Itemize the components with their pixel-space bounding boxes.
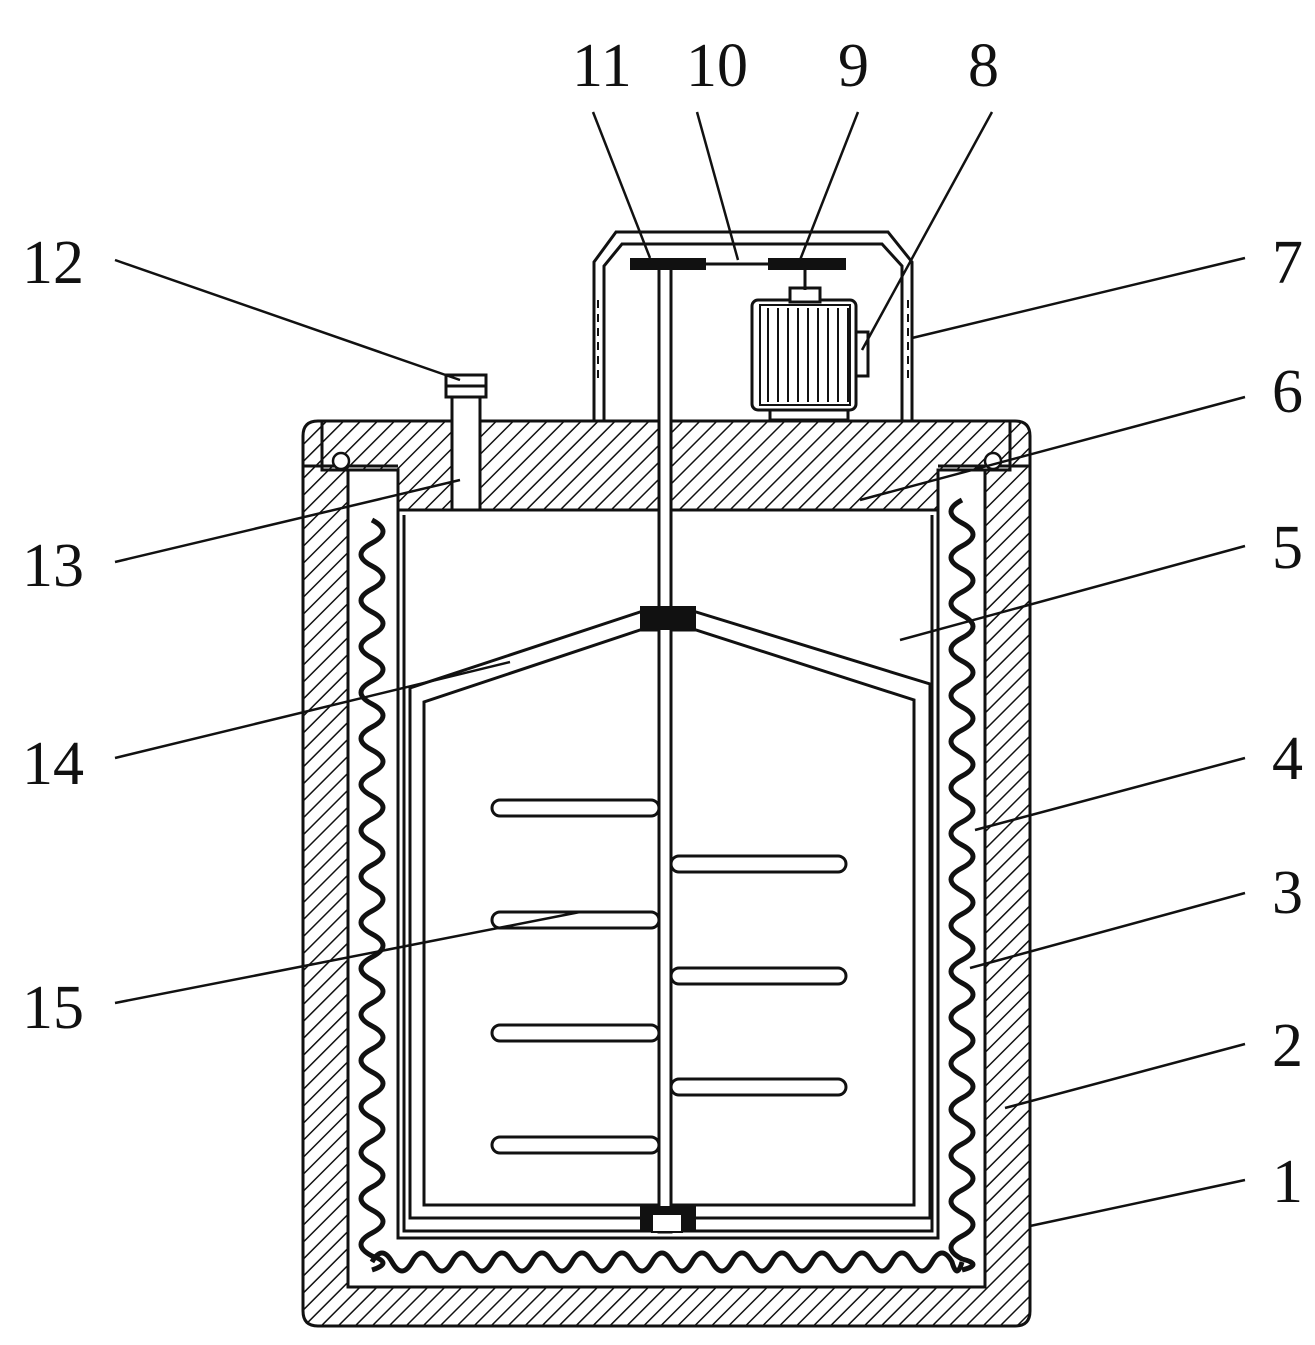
label-14: 14 [22,730,84,798]
label-12: 12 [22,229,84,297]
lid-bolt-left [331,451,351,471]
motor-fins [767,308,849,402]
feed-pipe [450,393,482,512]
motor-fins-frame [759,304,851,406]
label-10: 10 [686,32,748,100]
blade-left-4 [490,1135,661,1155]
label-15: 15 [22,974,84,1042]
leader-10 [695,111,740,261]
blade-left-1 [490,798,661,818]
stirring-shaft [657,260,673,1234]
label-6: 6 [1272,358,1303,426]
leader-1 [1029,1178,1246,1228]
motor-housing-inner [602,242,904,421]
part-labels: 1 2 3 4 5 6 7 8 9 10 11 12 13 14 15 [22,32,1303,1216]
motor-housing [592,230,914,421]
blade-right-2 [669,966,848,986]
label-3: 3 [1272,859,1303,927]
leader-13 [114,478,461,564]
blade-right-1 [669,854,848,874]
shaft-bearing-bottom-core [651,1213,683,1233]
motor [750,270,870,422]
leader-2 [1004,1042,1246,1110]
label-7: 7 [1272,229,1303,297]
corrugated-tube-bottom [369,1250,965,1274]
blade-left-3 [490,1023,661,1043]
leader-4 [974,756,1246,832]
leader-15 [114,910,581,1005]
label-8: 8 [968,32,999,100]
leader-6 [859,395,1246,502]
label-5: 5 [1272,514,1303,582]
leader-11 [591,111,652,259]
blade-left-2 [490,910,661,930]
stirring-blades [490,798,848,1155]
leader-5 [899,544,1246,642]
shaft-bearing-top [640,606,696,630]
leader-12 [114,258,461,382]
label-13: 13 [22,532,84,600]
corrugated-tube-left [358,517,386,1273]
label-11: 11 [572,32,632,100]
label-4: 4 [1272,725,1303,793]
leader-lines [114,111,1246,1228]
leader-14 [114,660,511,760]
label-2: 2 [1272,1012,1303,1080]
leader-3 [969,891,1246,970]
driven-pulley [630,258,706,270]
drive-pulley [768,258,846,270]
corrugated-tube-right [948,497,976,1273]
motor-terminal [854,330,870,378]
blade-right-3 [669,1077,848,1097]
motor-base [768,408,850,422]
leader-8 [860,111,994,351]
leader-9 [798,111,860,261]
label-9: 9 [838,32,869,100]
inner-container [396,510,940,1240]
label-1: 1 [1272,1148,1303,1216]
leader-7 [911,256,1246,340]
motor-shaft-collar [788,286,822,304]
